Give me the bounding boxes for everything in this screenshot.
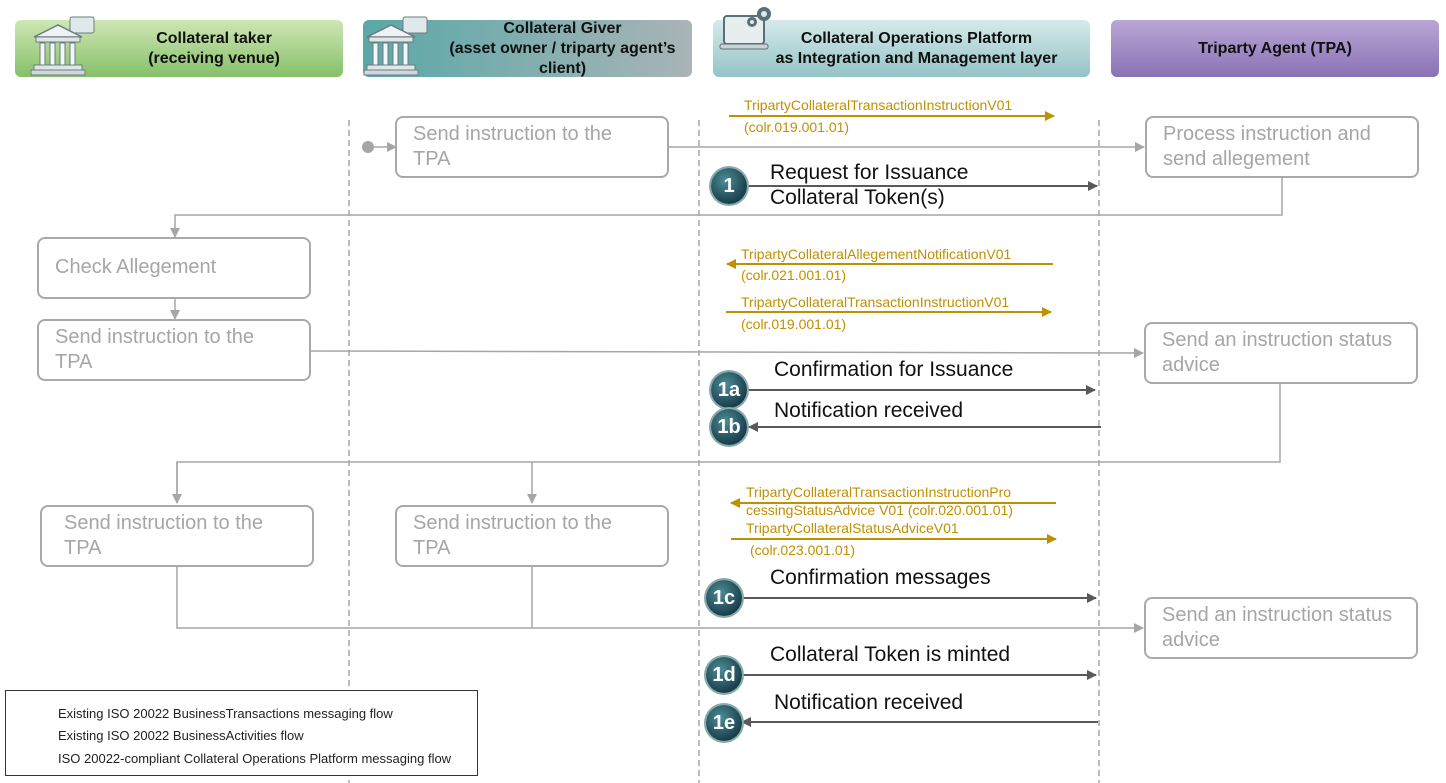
message-name-2: TripartyCollateralAllegementNotification… xyxy=(741,246,1012,262)
box-tpa-process-instruction: Process instruction and send allegement xyxy=(1145,116,1419,178)
step-badge-1b: 1b xyxy=(711,409,747,445)
message-name-5: TripartyCollateralStatusAdviceV01 xyxy=(746,520,959,536)
lane-title-platform: Collateral Operations Platform as Integr… xyxy=(775,29,1058,67)
message-code-3: (colr.019.001.01) xyxy=(741,316,847,332)
step-badge-1a: 1a xyxy=(711,372,747,408)
step-badge-1c: 1c xyxy=(706,580,742,616)
lane-title-collateral-taker: Collateral taker (receiving venue) xyxy=(148,29,280,67)
message-code-2: (colr.021.001.01) xyxy=(741,267,847,283)
step-label-1c: Confirmation messages xyxy=(770,566,991,589)
step-label-1b: Notification received xyxy=(774,399,964,422)
box-taker-send-instruction-2: Send instruction to the TPA xyxy=(40,505,314,567)
message-code-5: (colr.023.001.01) xyxy=(750,542,856,558)
legend-item-business-activities: Existing ISO 20022 BusinessActivities fl… xyxy=(58,728,304,743)
step-badge-1d: 1d xyxy=(706,657,742,693)
box-giver-send-instruction-2: Send instruction to the TPA xyxy=(395,505,669,567)
box-taker-check-allegement: Check Allegement xyxy=(37,237,311,299)
step-label-1d: Collateral Token is minted xyxy=(770,643,1011,666)
bank-building-icon xyxy=(363,16,428,76)
message-name-3: TripartyCollateralTransactionInstruction… xyxy=(741,294,1010,310)
message-name-4-line-2: cessingStatusAdvice V01 (colr.020.001.01… xyxy=(746,502,1013,518)
legend-item-business-transactions: Existing ISO 20022 BusinessTransactions … xyxy=(58,706,393,721)
step-badge-1e: 1e xyxy=(706,705,742,741)
step-label-1: Request for Issuance Collateral Token(s) xyxy=(770,161,969,209)
lane-header-triparty-agent: Triparty Agent (TPA) xyxy=(1111,20,1439,77)
lane-title-tpa: Triparty Agent (TPA) xyxy=(1198,39,1352,57)
step-badge-1: 1 xyxy=(711,168,747,204)
lane-header-collateral-operations-platform: Collateral Operations Platform as Integr… xyxy=(713,20,1090,77)
step-label-1e: Notification received xyxy=(774,691,964,714)
lane-title-collateral-giver: Collateral Giver (asset owner / triparty… xyxy=(449,19,676,77)
box-tpa-status-advice-2: Send an instruction status advice xyxy=(1144,597,1418,659)
step-label-1a: Confirmation for Issuance xyxy=(774,358,1014,381)
legend: Existing ISO 20022 BusinessTransactions … xyxy=(5,690,478,776)
message-name-4-line-1: TripartyCollateralTransactionInstruction… xyxy=(746,484,1012,500)
bank-building-icon xyxy=(30,16,95,76)
box-giver-send-instruction-1: Send instruction to the TPA xyxy=(395,116,669,178)
legend-item-platform-messaging: ISO 20022-compliant Collateral Operation… xyxy=(58,751,452,766)
box-taker-send-instruction: Send instruction to the TPA xyxy=(37,319,311,381)
box-tpa-status-advice-1: Send an instruction status advice xyxy=(1144,322,1418,384)
message-name-1: TripartyCollateralTransactionInstruction… xyxy=(744,97,1013,113)
message-code-1: (colr.019.001.01) xyxy=(744,119,850,135)
laptop-gear-icon xyxy=(719,7,771,50)
